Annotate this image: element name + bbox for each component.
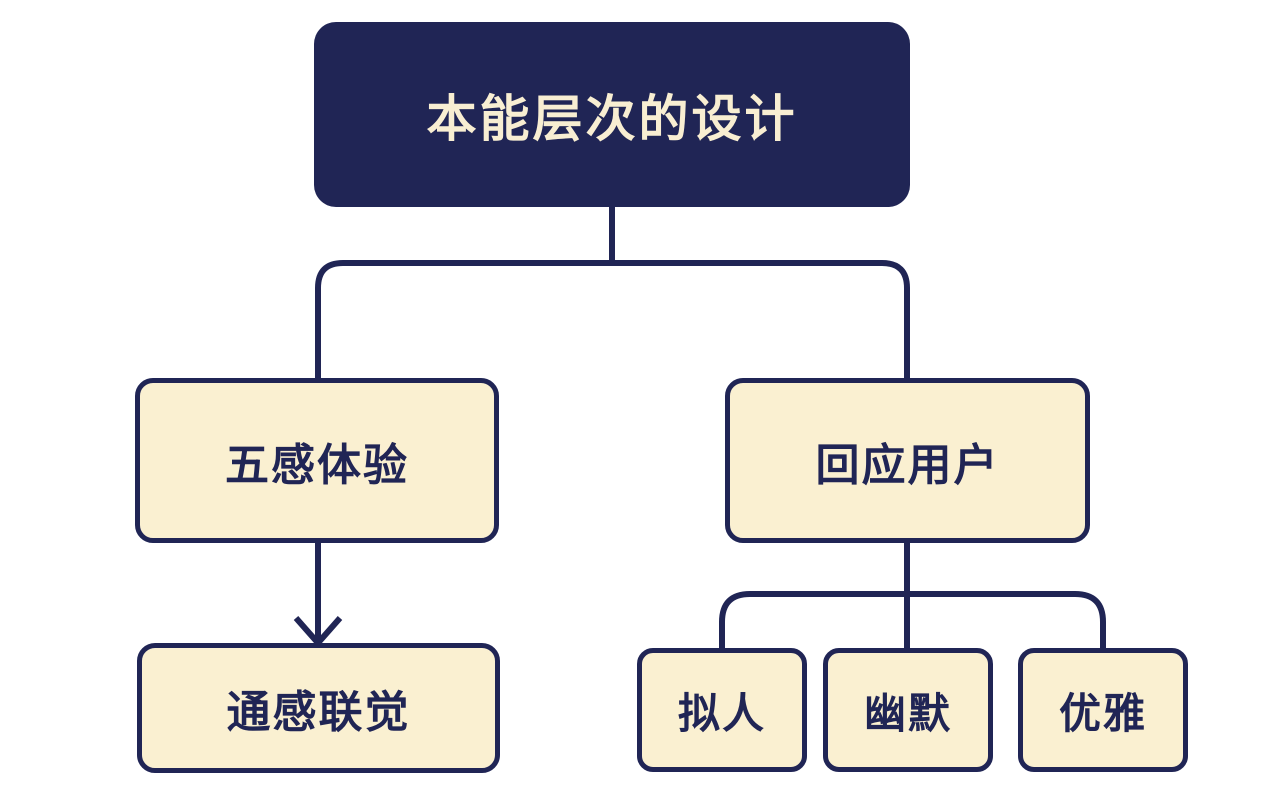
node-five-senses: 五感体验 (135, 378, 499, 543)
node-anthropomorphic: 拟人 (637, 648, 807, 772)
node-synesthesia: 通感联觉 (137, 643, 500, 773)
node-humor-label: 幽默 (863, 689, 952, 737)
node-humor: 幽默 (823, 648, 993, 772)
node-synesthesia-label: 通感联觉 (226, 688, 411, 737)
node-root: 本能层次的设计 (314, 22, 910, 207)
node-root-label: 本能层次的设计 (426, 90, 798, 147)
node-five-senses-label: 五感体验 (225, 440, 409, 490)
node-elegant: 优雅 (1018, 648, 1188, 772)
edge-level1-rail (315, 260, 910, 378)
node-respond-to-user-label: 回应用户 (815, 440, 1000, 490)
node-respond-to-user: 回应用户 (725, 378, 1090, 543)
node-anthropomorphic-label: 拟人 (677, 689, 766, 737)
node-elegant-label: 优雅 (1058, 689, 1147, 737)
edge-level2-rail (719, 591, 1106, 648)
